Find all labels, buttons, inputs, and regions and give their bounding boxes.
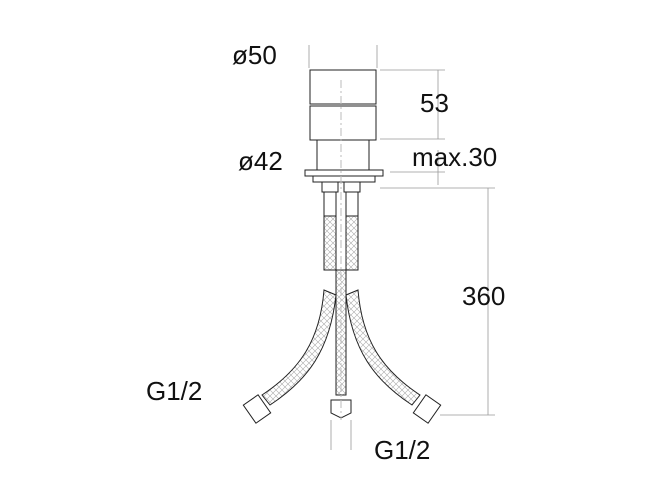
hose-right-upper [345,215,359,271]
label-lower-diameter: ø42 [238,146,283,176]
valve-body [309,105,377,141]
label-bottom-connection: G1/2 [374,435,431,465]
label-left-connection: G1/2 [146,376,203,406]
label-max-thickness: max.30 [412,142,498,172]
valve-neck [316,139,370,171]
hose-left-upper [323,215,337,271]
hose-right [345,289,421,406]
mounting-flange [304,169,384,177]
label-hose-length: 360 [462,281,506,311]
hose-left [261,289,337,406]
label-height: 53 [420,88,449,118]
label-top-diameter: ø50 [232,40,277,70]
valve-cap [309,69,377,105]
